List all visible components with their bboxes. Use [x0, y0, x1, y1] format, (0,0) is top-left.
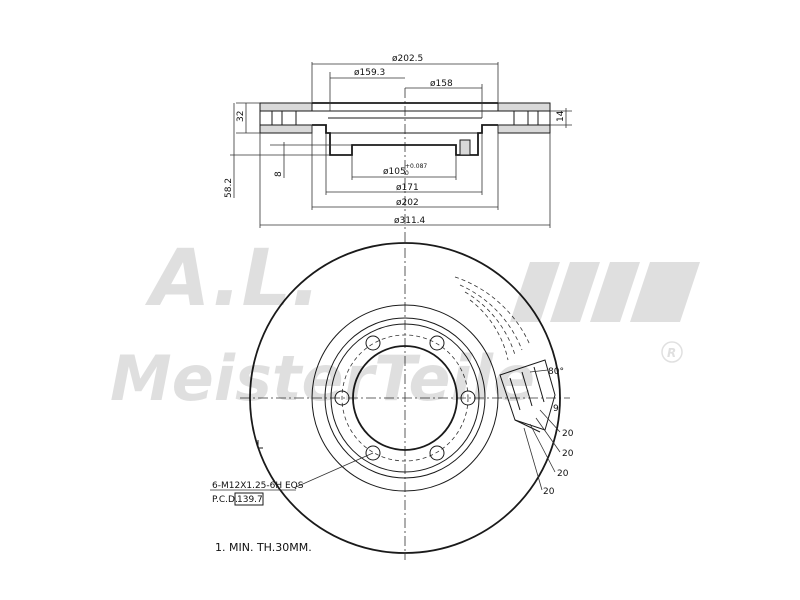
right-lower-friction-face: [497, 124, 551, 134]
disc-outer-circle: [249, 242, 561, 554]
dim-8: 8: [274, 171, 284, 177]
right-upper-friction-face: [497, 102, 551, 112]
bolt-holes: [334, 335, 476, 461]
front-view: 80° 9 20 20 20 20 6-M12X1.25-6H EQS P.C.…: [210, 242, 574, 560]
leader: [535, 417, 561, 453]
bolt-hole: [365, 335, 381, 351]
tick-mark: [257, 440, 263, 449]
pcd-value: 139.7: [237, 495, 263, 505]
registered-mark: R: [667, 346, 676, 360]
leader: [529, 369, 549, 373]
dim-14: 14: [556, 110, 566, 122]
dim-d311-4: ø311.4: [394, 216, 426, 226]
watermark-stripes: [510, 262, 700, 322]
dim-20-a: 20: [562, 429, 574, 439]
registered-circle: [661, 341, 683, 363]
section-view: 32 58.2 8 14 ø202.5 ø159.3 ø158 ø105 +0.…: [224, 54, 572, 245]
dim-20-c: 20: [557, 469, 569, 479]
leader: [529, 423, 556, 473]
bolt-spec: 6-M12X1.25-6H EQS: [212, 481, 304, 491]
dim-d202: ø202: [396, 198, 419, 208]
bolt-hole: [334, 390, 350, 406]
min-thickness-note: 1. MIN. TH.30MM.: [215, 541, 312, 554]
leader: [539, 409, 561, 433]
bolt-hole: [365, 445, 381, 461]
bolt-hole: [429, 445, 445, 461]
angle-80: 80°: [548, 367, 564, 377]
bolt-callout-leader: [295, 452, 374, 488]
dim-32: 32: [236, 111, 246, 122]
hub-face-circle: [330, 323, 480, 473]
dim-d158: ø158: [430, 79, 453, 89]
dim-d105-tol-upper: +0.087: [405, 163, 427, 170]
disc-friction-inner-circle: [311, 304, 499, 492]
bolt-hole: [429, 335, 445, 351]
dim-d171: ø171: [396, 183, 419, 193]
vane-line: [521, 371, 533, 407]
vane-line: [533, 366, 545, 403]
pcd-circle: [341, 334, 469, 462]
label-9: 9: [553, 404, 559, 414]
leader: [523, 427, 543, 491]
vane-line: [509, 377, 521, 411]
vane-arc: [464, 291, 516, 356]
vane-arc: [454, 276, 531, 346]
watermark-line1: A.L.: [144, 234, 321, 324]
left-lower-friction-face: [259, 124, 313, 134]
bolt-hole-section: [459, 139, 471, 156]
dim-20-b: 20: [562, 449, 574, 459]
vane-line: [514, 419, 541, 433]
center-bore-circle: [352, 345, 458, 451]
dim-58-2: 58.2: [224, 178, 234, 198]
vane-arc: [459, 284, 523, 351]
dim-d159-3: ø159.3: [354, 68, 385, 78]
hat-outer-circle: [324, 317, 486, 479]
vane-arc: [469, 299, 509, 361]
dim-d105: ø105: [383, 167, 406, 177]
pcd-box: [234, 492, 264, 506]
left-upper-friction-face: [259, 102, 313, 112]
pcd-label: P.C.D.: [212, 495, 238, 505]
dim-20-d: 20: [543, 487, 555, 497]
watermark: A.L. MeisterTeile R: [110, 234, 700, 415]
vane-cutaway: [454, 276, 556, 433]
watermark-line2: MeisterTeile: [110, 342, 535, 415]
dim-d202-5: ø202.5: [392, 54, 423, 64]
dim-d105-tol-lower: 0: [405, 170, 409, 177]
bolt-hole: [460, 390, 476, 406]
vane-detail-outline: [499, 359, 556, 431]
